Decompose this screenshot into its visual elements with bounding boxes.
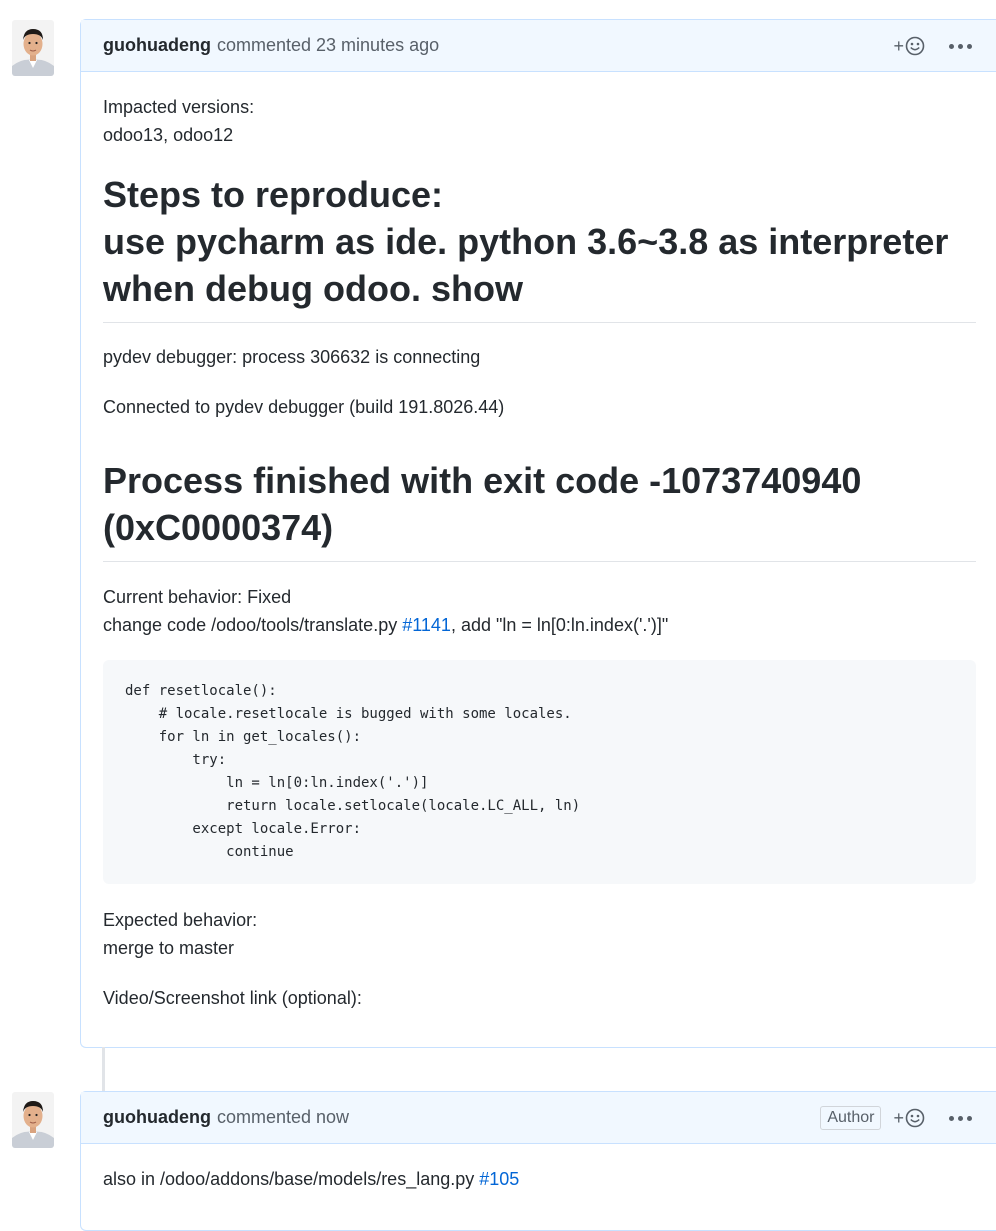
comment-header: guohuadeng commented 23 minutes ago + bbox=[81, 20, 996, 72]
debug-line-1: pydev debugger: process 306632 is connec… bbox=[103, 347, 481, 367]
comment-body: Impacted versions: odoo13, odoo12 Steps … bbox=[81, 72, 996, 1012]
expected-value: merge to master bbox=[103, 938, 235, 958]
impacted-label: Impacted versions: bbox=[103, 97, 255, 117]
timeline-connector bbox=[102, 1047, 105, 1091]
comment-timestamp[interactable]: 23 minutes ago bbox=[316, 35, 440, 55]
author-badge: Author bbox=[820, 1106, 882, 1130]
process-heading: Process finished with exit code -1073740… bbox=[103, 457, 976, 562]
kebab-menu-icon[interactable] bbox=[949, 1115, 972, 1121]
add-reaction-button[interactable]: + bbox=[893, 36, 925, 57]
code-block: def resetlocale(): # locale.resetlocale … bbox=[103, 660, 976, 884]
comment-body: also in /odoo/addons/base/models/res_lan… bbox=[81, 1144, 996, 1193]
comment-card: guohuadeng commented now Author + also i… bbox=[80, 1091, 996, 1231]
comment-action: commented bbox=[216, 35, 312, 55]
smiley-icon bbox=[905, 36, 925, 56]
author-link[interactable]: guohuadeng bbox=[103, 1107, 211, 1127]
kebab-menu-icon[interactable] bbox=[949, 43, 972, 49]
avatar[interactable] bbox=[12, 20, 54, 76]
comment-text: also in /odoo/addons/base/models/res_lan… bbox=[103, 1169, 520, 1189]
impacted-values: odoo13, odoo12 bbox=[103, 125, 234, 145]
comment-header: guohuadeng commented now Author + bbox=[81, 1092, 996, 1144]
add-reaction-button[interactable]: + bbox=[893, 1108, 925, 1129]
comment-action: commented bbox=[216, 1107, 312, 1127]
steps-heading: Steps to reproduce: use pycharm as ide. … bbox=[103, 171, 976, 323]
expected-label: Expected behavior: bbox=[103, 910, 258, 930]
video-label: Video/Screenshot link (optional): bbox=[103, 988, 362, 1008]
avatar[interactable] bbox=[12, 1092, 54, 1148]
author-link[interactable]: guohuadeng bbox=[103, 35, 211, 55]
debug-line-2: Connected to pydev debugger (build 191.8… bbox=[103, 397, 505, 417]
comment-card: guohuadeng commented 23 minutes ago + Im… bbox=[80, 19, 996, 1048]
comment-timestamp[interactable]: now bbox=[316, 1107, 350, 1127]
issue-link[interactable]: #1141 bbox=[402, 615, 451, 635]
smiley-icon bbox=[905, 1108, 925, 1128]
change-line: change code /odoo/tools/translate.py #11… bbox=[103, 615, 669, 635]
issue-link[interactable]: #105 bbox=[479, 1169, 520, 1189]
current-behavior: Current behavior: Fixed bbox=[103, 587, 292, 607]
